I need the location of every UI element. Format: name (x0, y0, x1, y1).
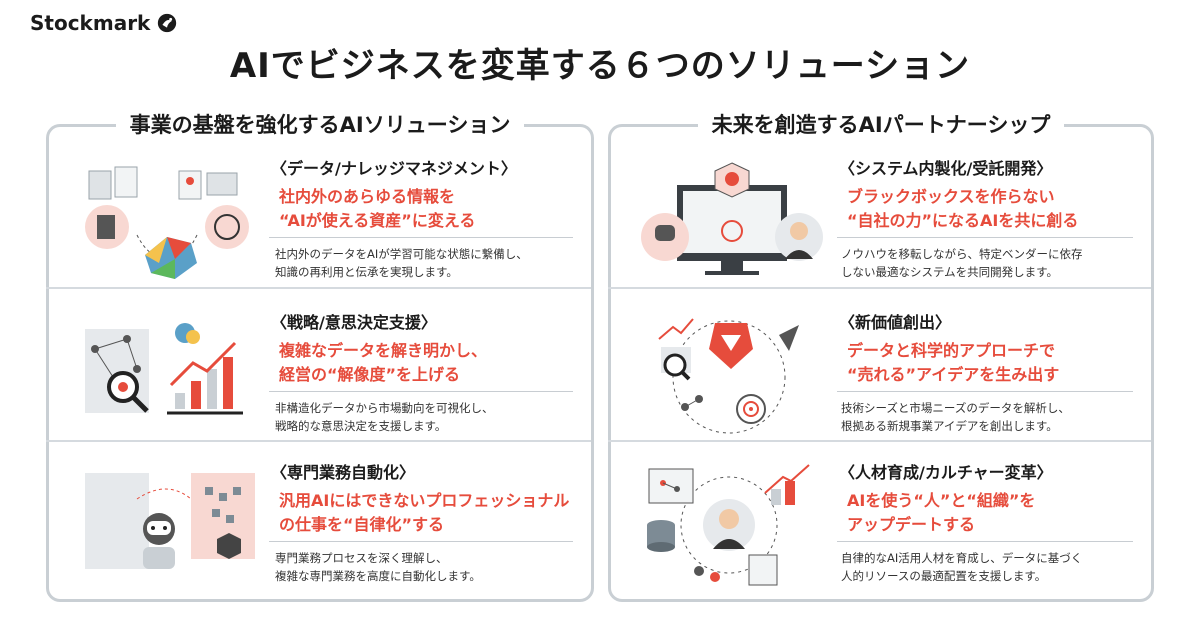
page-title: AIでビジネスを変革する６つのソリューション (229, 46, 971, 86)
item-title: 〈データ/ナレッジマネジメント〉 (271, 159, 517, 178)
item-headline: ブラックボックスを作らない “自社の力”になるAIを共に創る (847, 187, 1079, 230)
logo-text: Stockmark (30, 11, 151, 35)
item-headline: 汎用AIにはできないプロフェッショナル の仕事を“自律化”する (279, 491, 570, 534)
talent-culture-illustration (647, 464, 810, 586)
item-description: 専門業務プロセスを深く理解し、 複雑な専門業務を高度に自動化します。 (275, 551, 481, 583)
separator (608, 287, 1151, 289)
item-divider (837, 541, 1133, 542)
separator (46, 440, 591, 442)
item-title: 〈システム内製化/受託開発〉 (839, 159, 1053, 178)
item-title: 〈専門業務自動化〉 (271, 463, 416, 482)
item-divider (269, 541, 573, 542)
item-description: 自律的なAI活用人材を育成し、データに基づく 人的リソースの最適配置を支援します… (841, 551, 1083, 583)
left-panel-title: 事業の基盤を強化するAIソリューション (49, 109, 591, 139)
right-panel-title: 未来を創造するAIパートナーシップ (611, 109, 1151, 139)
item-description: 非構造化データから市場動向を可視化し、 戦略的な意思決定を支援します。 (275, 401, 494, 433)
solution-talent-culture: 〈人材育成/カルチャー変革〉 AIを使う“人”と“組織”を アップデートする 自… (611, 453, 1151, 603)
strategy-illustration (85, 323, 243, 415)
item-headline: 複雑なデータを解き明かし、 経営の“解像度”を上げる (279, 341, 488, 384)
item-description: 技術シーズと市場ニーズのデータを解析し、 根拠ある新規事業アイデアを創出します。 (841, 401, 1070, 433)
item-title: 〈戦略/意思決定支援〉 (271, 313, 437, 332)
item-divider (837, 237, 1133, 238)
separator (608, 440, 1151, 442)
separator (46, 287, 591, 289)
stockmark-logo: Stockmark (30, 10, 178, 36)
automation-illustration (85, 473, 255, 569)
solution-professional-automation: 〈専門業務自動化〉 汎用AIにはできないプロフェッショナル の仕事を“自律化”す… (49, 453, 591, 603)
item-headline: AIを使う“人”と“組織”を アップデートする (847, 491, 1036, 534)
item-divider (269, 391, 573, 392)
right-panel: 未来を創造するAIパートナーシップ 〈システム内製化/受託開発〉 ブラックボック… (608, 113, 1154, 603)
item-headline: 社内外のあらゆる情報を “AIが使える資産”に変える (279, 187, 476, 230)
left-panel: 事業の基盤を強化するAIソリューション 〈データ/ナレッジマネジメント〉 社内外… (46, 113, 594, 603)
solution-new-value: 〈新価値創出〉 データと科学的アプローチで “売れる”アイデアを生み出す 技術シ… (611, 303, 1151, 453)
item-description: 社内外のデータをAIが学習可能な状態に繋備し、 知識の再利用と伝承を実現します。 (275, 247, 528, 279)
item-divider (269, 237, 573, 238)
item-description: ノウハウを移転しながら、特定ベンダーに依存 しない最適なシステムを共同開発します… (841, 247, 1083, 279)
item-headline: データと科学的アプローチで “売れる”アイデアを生み出す (847, 341, 1060, 384)
item-divider (837, 391, 1133, 392)
inhouse-dev-illustration (641, 162, 823, 275)
solution-data-knowledge: 〈データ/ナレッジマネジメント〉 社内外のあらゆる情報を “AIが使える資産”に… (49, 149, 591, 299)
new-value-illustration (658, 318, 799, 434)
item-title: 〈人材育成/カルチャー変革〉 (839, 463, 1053, 482)
item-title: 〈新価値創出〉 (839, 313, 952, 332)
solution-inhouse-development: 〈システム内製化/受託開発〉 ブラックボックスを作らない “自社の力”になるAI… (611, 149, 1151, 299)
solution-strategy-support: 〈戦略/意思決定支援〉 複雑なデータを解き明かし、 経営の“解像度”を上げる 非… (49, 303, 591, 453)
logo-mark-icon (158, 13, 177, 33)
data-knowledge-illustration (85, 166, 249, 279)
